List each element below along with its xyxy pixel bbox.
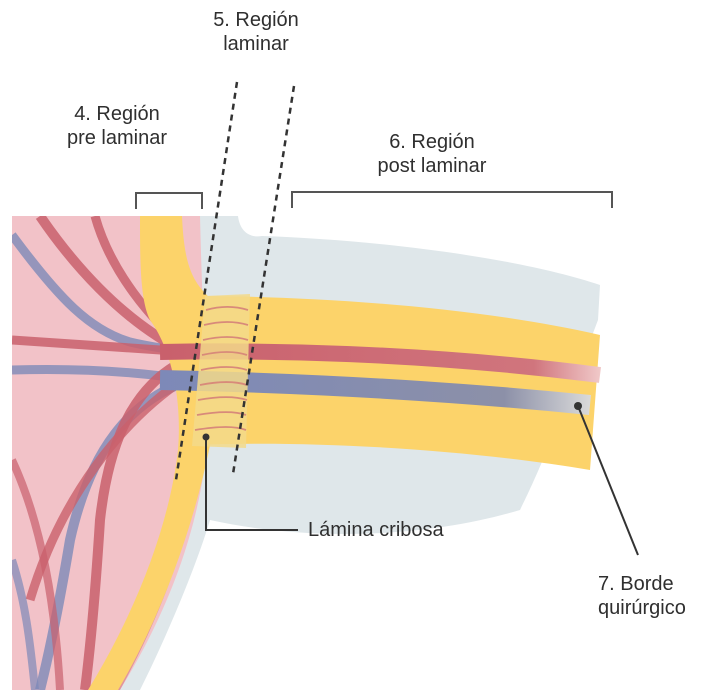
label-region-postlaminar: 6. Región post laminar <box>352 130 512 178</box>
label-region-prelaminar: 4. Región pre laminar <box>42 102 192 150</box>
bracket-prelaminar <box>136 193 202 209</box>
leader-dot-borde <box>574 402 582 410</box>
label-region-laminar-line2: laminar <box>196 32 316 56</box>
bracket-postlaminar <box>292 192 612 208</box>
label-borde-quirurgico-line1: 7. Borde <box>598 572 686 596</box>
label-region-postlaminar-line2: post laminar <box>352 154 512 178</box>
label-borde-quirurgico-line2: quirúrgico <box>598 596 686 620</box>
label-region-postlaminar-line1: 6. Región <box>352 130 512 154</box>
leader-dot-lamina <box>203 434 210 441</box>
label-region-prelaminar-line1: 4. Región <box>42 102 192 126</box>
label-borde-quirurgico: 7. Borde quirúrgico <box>598 572 686 620</box>
label-region-laminar: 5. Región laminar <box>196 8 316 56</box>
label-region-prelaminar-line2: pre laminar <box>42 126 192 150</box>
label-lamina-cribosa: Lámina cribosa <box>308 518 444 542</box>
label-region-laminar-line1: 5. Región <box>196 8 316 32</box>
